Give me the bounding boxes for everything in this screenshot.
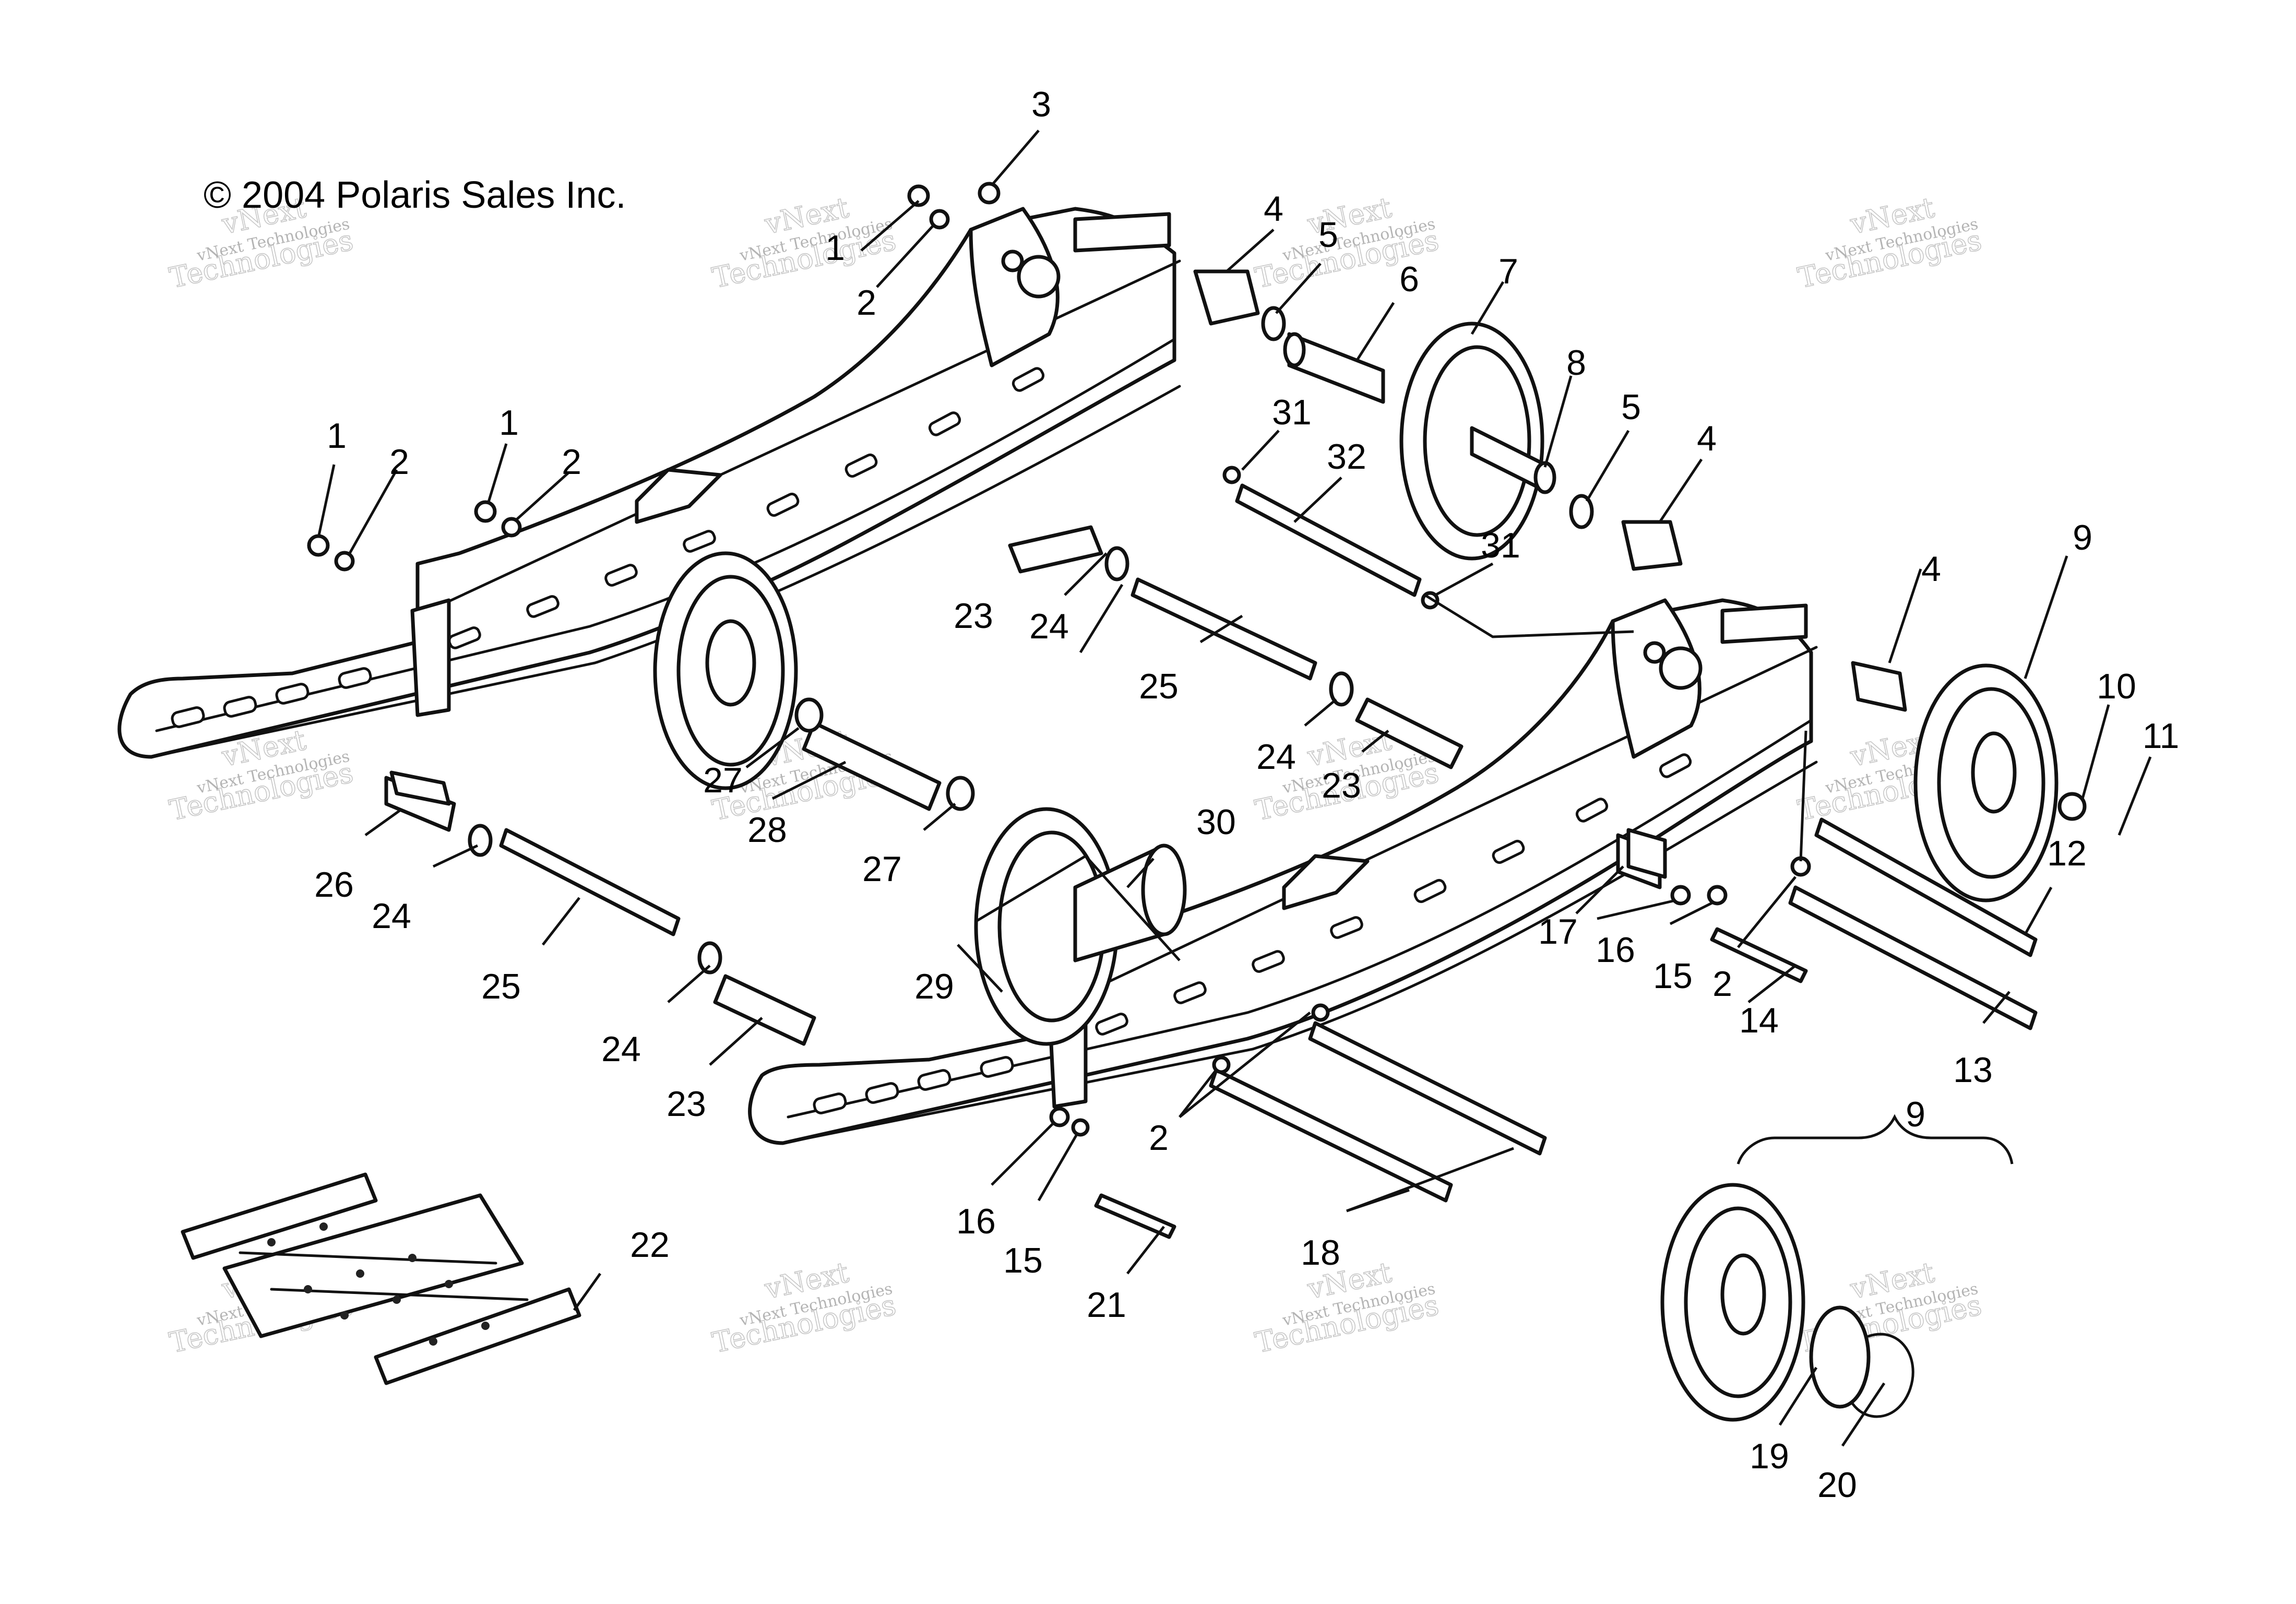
callout-8: 8 <box>1566 343 1586 383</box>
callout-9: 9 <box>2073 518 2092 557</box>
callout-15: 15 <box>1003 1241 1043 1280</box>
callout-2: 2 <box>562 442 581 482</box>
callout-4: 4 <box>1697 419 1717 458</box>
callout-25: 25 <box>1139 667 1179 706</box>
callout-14: 14 <box>1739 1001 1779 1040</box>
callout-23: 23 <box>1322 766 1361 805</box>
hardware <box>307 182 2087 1137</box>
left-rail <box>117 207 1181 759</box>
callout-23: 23 <box>667 1084 706 1124</box>
callout-16: 16 <box>956 1202 996 1241</box>
callout-15: 15 <box>1653 956 1693 996</box>
wheel-upper <box>1399 322 1556 561</box>
wheel-right-rear <box>1913 663 2059 902</box>
callout-26: 26 <box>314 865 354 905</box>
callout-18: 18 <box>1301 1233 1340 1273</box>
watermark: vNext Technologies vNext Technologies <box>1252 1255 1442 1360</box>
callout-9: 9 <box>1906 1095 1925 1134</box>
callout-1: 1 <box>825 228 845 268</box>
shafts <box>384 332 2038 1239</box>
callout-6: 6 <box>1399 259 1419 299</box>
copyright-text: © 2004 Polaris Sales Inc. <box>204 174 626 216</box>
callout-24: 24 <box>601 1029 641 1069</box>
wheel-left-rear <box>653 551 798 790</box>
callout-7: 7 <box>1498 252 1518 291</box>
callout-16: 16 <box>1596 930 1635 970</box>
callout-24: 24 <box>1029 607 1069 646</box>
wheel-detail <box>1660 1183 1914 1422</box>
callout-2: 2 <box>1712 964 1732 1004</box>
callout-27: 27 <box>703 761 743 800</box>
callout-24: 24 <box>372 896 411 936</box>
callout-21: 21 <box>1087 1285 1126 1325</box>
callout-22: 22 <box>630 1225 670 1265</box>
callout-2: 2 <box>389 442 409 482</box>
callout-4: 4 <box>1921 549 1941 589</box>
right-rail <box>748 598 1818 1145</box>
callout-11: 11 <box>2143 716 2180 756</box>
callout-12: 12 <box>2047 834 2087 873</box>
callout-1: 1 <box>499 403 519 443</box>
callout-labels: 1 2 1 2 1 2 3 4 5 6 7 8 5 4 31 32 31 4 9… <box>314 85 2179 1505</box>
callout-1: 1 <box>327 416 347 456</box>
callout-31: 31 <box>1481 526 1520 565</box>
callout-31: 31 <box>1272 393 1312 432</box>
watermark: vNext Technologies vNext Technologies <box>1794 191 1984 295</box>
callout-23: 23 <box>954 596 993 636</box>
callout-25: 25 <box>481 967 521 1006</box>
wheel-center <box>974 807 1187 1046</box>
callout-24: 24 <box>1256 737 1296 777</box>
callout-20: 20 <box>1817 1465 1857 1505</box>
callout-5: 5 <box>1621 387 1641 427</box>
callout-19: 19 <box>1750 1436 1789 1476</box>
callout-10: 10 <box>2097 667 2136 706</box>
callout-30: 30 <box>1196 802 1236 842</box>
callout-17: 17 <box>1538 912 1578 952</box>
callout-32: 32 <box>1327 437 1366 477</box>
slider-track <box>181 1172 581 1385</box>
callout-13: 13 <box>1953 1050 1993 1090</box>
callout-2: 2 <box>1149 1118 1169 1158</box>
callout-4: 4 <box>1264 189 1283 229</box>
callout-29: 29 <box>914 967 954 1006</box>
callout-2: 2 <box>856 283 876 323</box>
callout-3: 3 <box>1031 85 1051 124</box>
watermark: vNext Technologies vNext Technologies <box>709 1255 899 1360</box>
callout-27: 27 <box>862 849 902 889</box>
watermark: vNext Technologies vNext Technologies <box>709 191 899 295</box>
callout-28: 28 <box>747 810 787 850</box>
callout-5: 5 <box>1318 215 1338 255</box>
leader-lines <box>317 129 2152 1447</box>
